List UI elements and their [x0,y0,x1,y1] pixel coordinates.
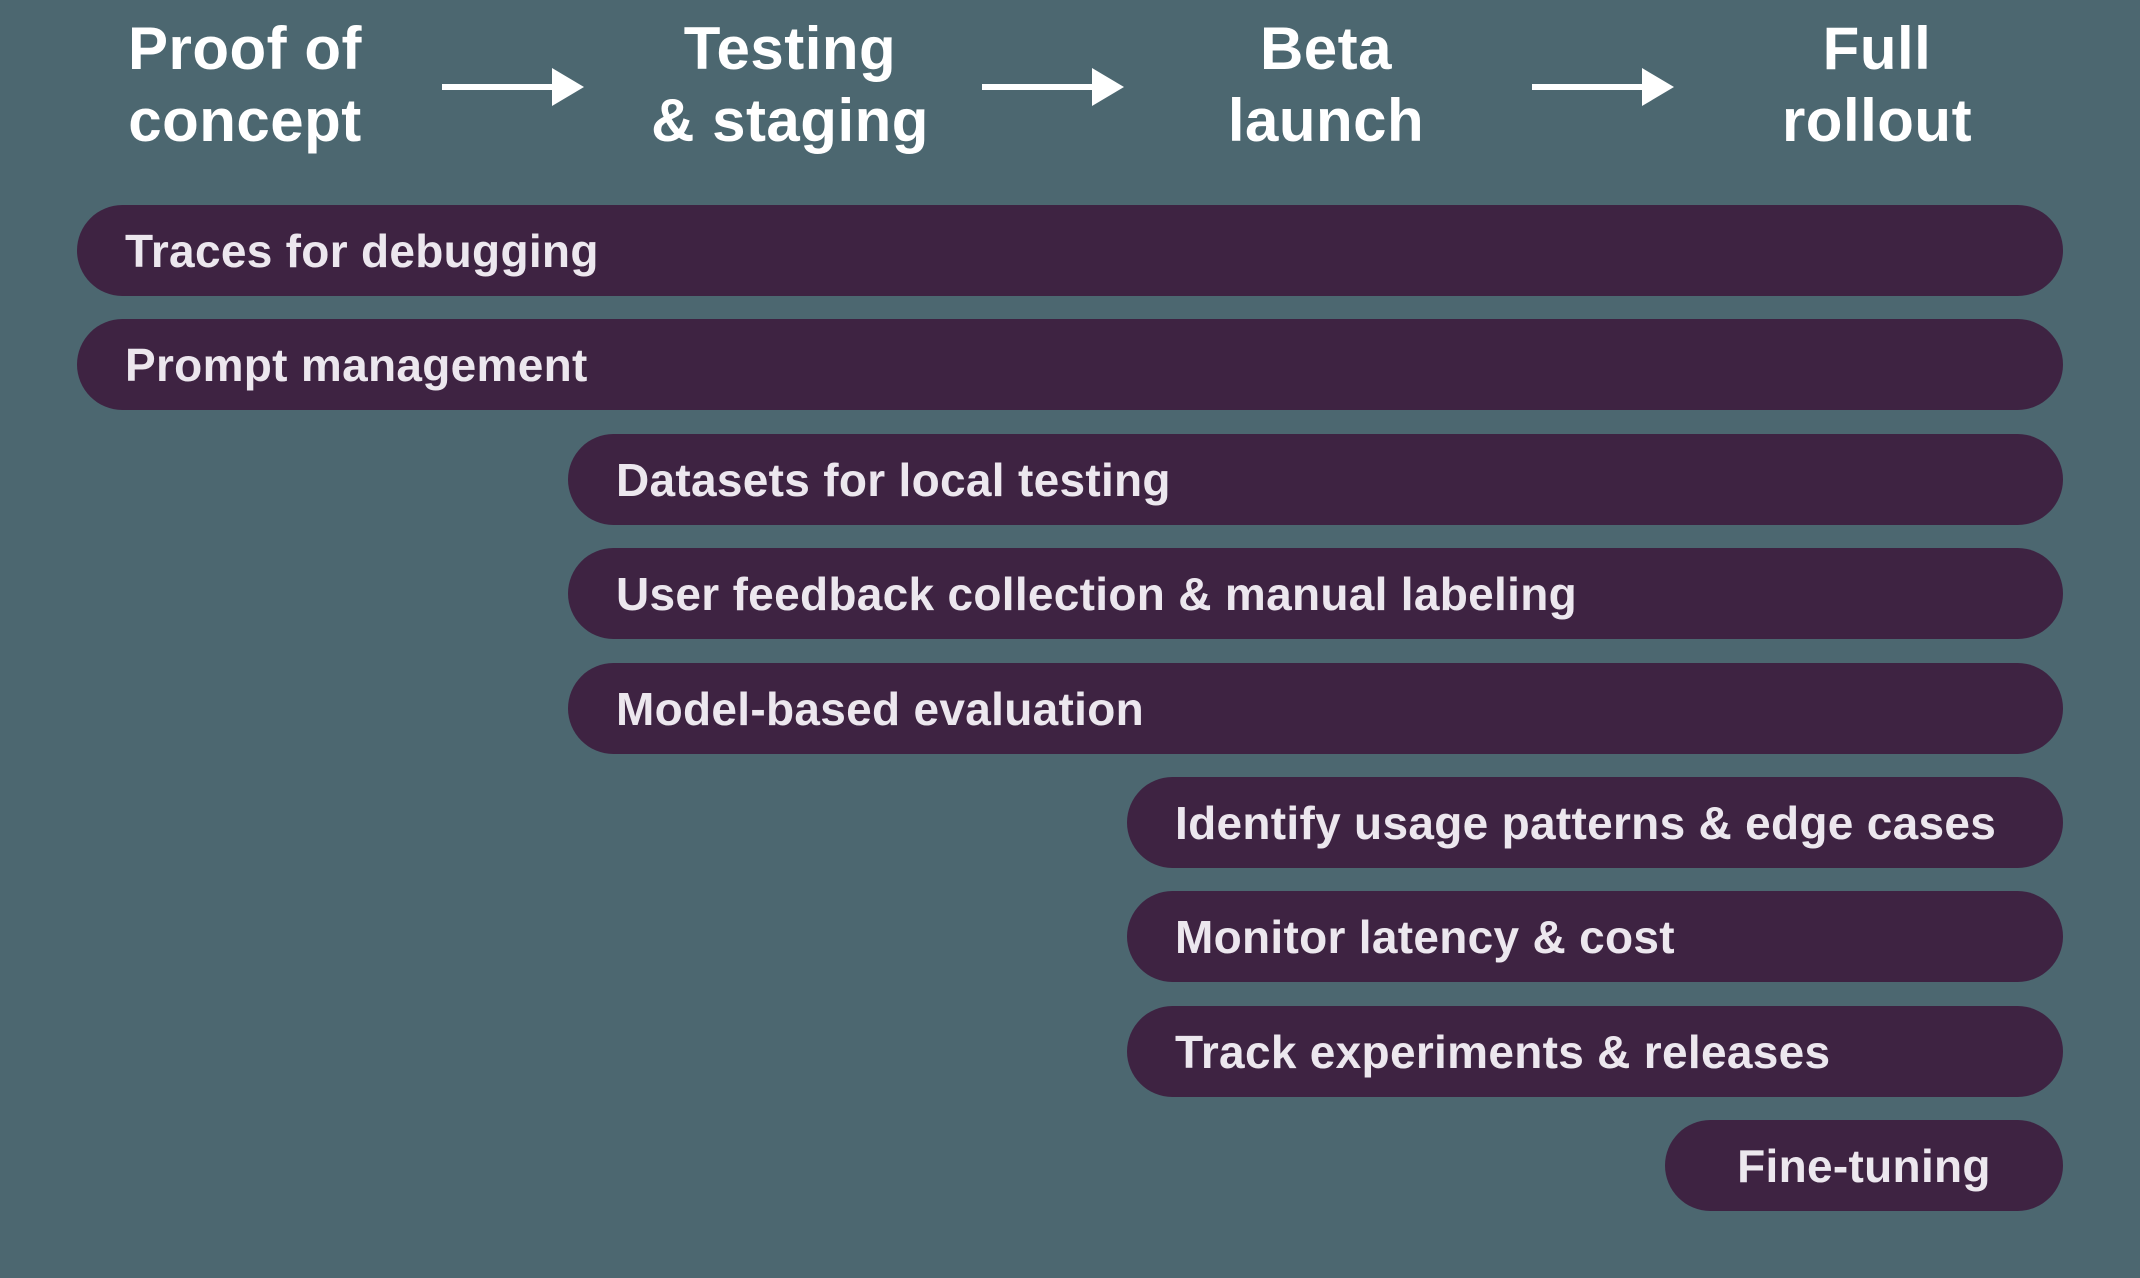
arrow-right-icon [1532,68,1674,106]
arrow-head [1092,68,1124,106]
bar-label: Track experiments & releases [1175,1025,1831,1078]
bar-model-based-evaluation: Model-based evaluation [568,663,2063,754]
bar-label: Traces for debugging [125,224,599,277]
phase-header-full-rollout: Full rollout [1781,15,1973,154]
bar-label: Model-based evaluation [616,682,1145,735]
bar-label: User feedback collection & manual labeli… [616,567,1577,620]
arrow-shaft [1532,84,1642,90]
arrow-head [552,68,584,106]
arrow-shaft [982,84,1092,90]
bar-track-experiments-releases: Track experiments & releases [1127,1006,2063,1097]
bar-traces-for-debugging: Traces for debugging [77,205,2063,296]
bar-user-feedback-collection: User feedback collection & manual labeli… [568,548,2063,639]
bar-datasets-for-local-testing: Datasets for local testing [568,434,2063,525]
phase-header-proof-of-concept: Proof of concept [128,15,362,154]
arrow-right-icon [982,68,1124,106]
phase-header-beta-launch: Beta launch [1227,15,1425,154]
bar-label: Identify usage patterns & edge cases [1175,796,1997,849]
arrow-shaft [442,84,552,90]
bar-prompt-management: Prompt management [77,319,2063,410]
bar-identify-usage-patterns: Identify usage patterns & edge cases [1127,777,2063,868]
bar-label: Fine-tuning [1737,1139,1991,1192]
bar-label: Monitor latency & cost [1175,910,1675,963]
phase-header-testing-staging: Testing & staging [651,15,929,154]
bar-monitor-latency-cost: Monitor latency & cost [1127,891,2063,982]
arrow-right-icon [442,68,584,106]
arrow-head [1642,68,1674,106]
bar-label: Datasets for local testing [616,453,1171,506]
bar-label: Prompt management [125,338,588,391]
bar-fine-tuning: Fine-tuning [1665,1120,2063,1211]
